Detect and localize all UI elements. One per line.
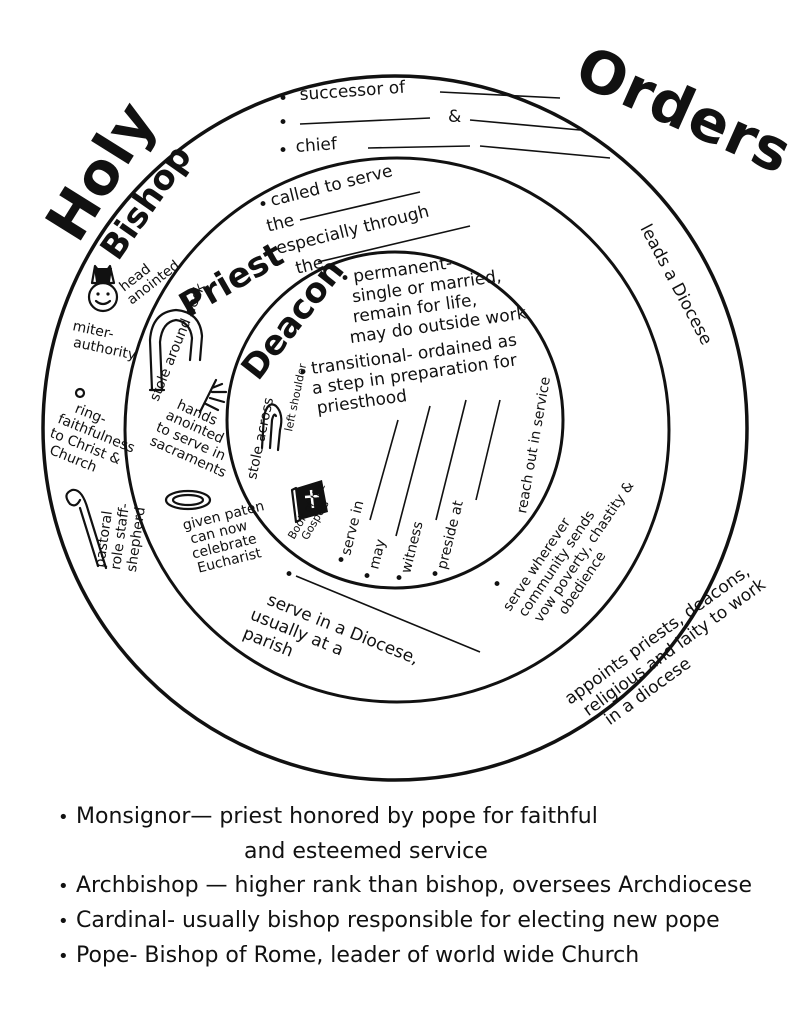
ring-note: ring- faithfulness to Christ & Church [42,396,148,488]
book-of-gospels-icon [290,480,328,524]
bullet: • [278,141,288,161]
head-anointed-icon [87,264,119,313]
witness-note: witness [398,520,426,575]
left-shoulder-label: left shoulder [282,362,309,433]
bullet: • [492,575,502,595]
blank-line [479,145,611,159]
fact-text: Pope- Bishop of Rome, leader of world wi… [76,943,640,968]
serve-diocese-note: serve in a Diocese, usually at a parish [240,586,427,708]
bishop-ring [41,74,749,782]
pastoral-staff-note: pastoral role staff- shepherd [92,496,149,573]
deacon-stole-icon [260,403,283,452]
fact-text: Cardinal- usually bishop responsible for… [76,908,720,933]
miter-note: miter- authority [68,318,141,363]
fact-text: Monsignor— priest honored by pope for fa… [76,804,598,829]
bullet: • [278,113,288,133]
blank-line [299,117,431,125]
may-note: may [366,537,389,570]
bullet: • [336,551,346,571]
reach-out-note: reach out in service [514,376,554,515]
ring-icon [74,387,86,399]
bullet: • [430,565,440,585]
title-orders: Orders [566,33,792,188]
blank-line [395,405,431,537]
chief-note: chief [295,134,339,157]
paten-icon [164,489,212,511]
blank-line [369,419,399,521]
blank-line [299,191,421,221]
bullet: • [298,363,308,383]
cardinal-fact: •Cardinal- usually bishop responsible fo… [58,908,720,933]
blank-line [317,225,471,263]
archbishop-fact: •Archbishop — higher rank than bishop, o… [58,873,753,898]
anointed-hands-icon [198,378,228,414]
serve-in-note: serve in [338,499,367,557]
successor-blank [439,91,561,99]
crozier-icon [65,488,108,570]
fact-text: Archbishop — higher rank than bishop, ov… [76,873,753,898]
and-note: & [448,107,461,127]
hands-anointed-note: hands anointed to serve in sacraments [147,393,246,481]
stole-across-label: stole across [244,396,277,481]
transitional-note: transitional- ordained as a step in prep… [308,330,529,419]
chief-blank [367,145,471,149]
leads-diocese-note: leads a Diocese [636,221,716,349]
bullet: • [340,269,350,289]
bullet: • [284,565,294,585]
successor-note: successor of [299,78,407,105]
paten-note: given paten can now celebrate Eucharist [181,497,281,577]
bullet: • [258,195,268,215]
bullet: • [362,567,372,587]
ranks-list: •Monsignor— priest honored by pope for f… [58,800,778,974]
appoints-note: appoints priests, deacons, religious and… [561,555,785,741]
deacon-ring [225,250,565,590]
bullet: • [278,89,288,109]
blank-line [475,399,501,501]
blank-line [295,575,481,653]
bullet: • [394,569,404,589]
fact-text-continued: and esteemed service [244,839,488,864]
blank-line [469,119,581,131]
priest-ring [123,156,671,704]
blank-line [435,399,467,521]
stole-icon [148,308,204,392]
book-of-gospels-label: Book of the Gospels [285,477,340,547]
pope-fact: •Pope- Bishop of Rome, leader of world w… [58,943,640,968]
monsignor-fact: •Monsignor— priest honored by pope for f… [58,800,778,869]
